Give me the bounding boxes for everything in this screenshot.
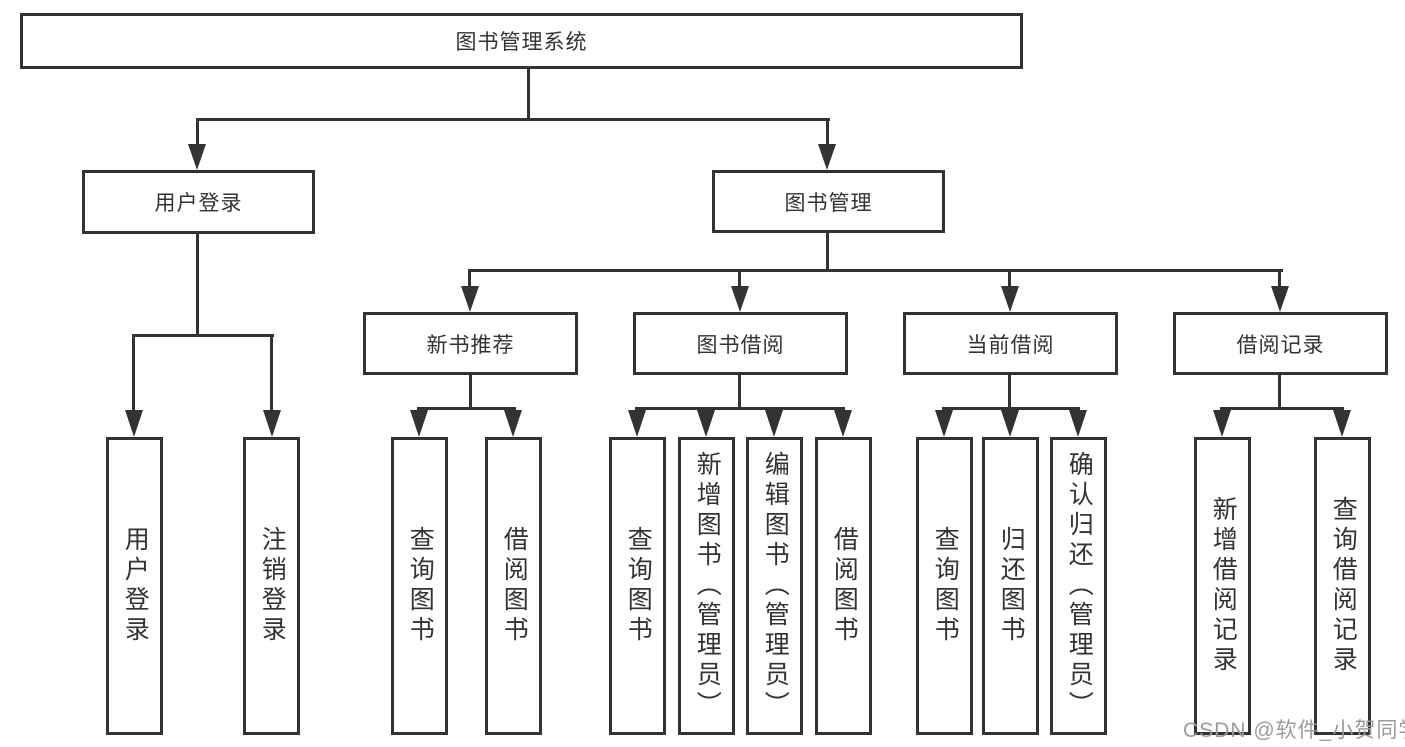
leaf-borrow-add-book-admin: 新增图书（管理员）	[678, 437, 735, 735]
leaf-borrow-edit-book-admin-label: 编辑图书（管理员）	[761, 451, 790, 721]
connector-line	[826, 233, 829, 272]
arrow-down-icon	[628, 410, 646, 437]
node-current-borrow-label: 当前借阅	[966, 333, 1055, 357]
leaf-record-query-record-label: 查询借阅记录	[1329, 496, 1358, 676]
arrow-down-icon	[263, 410, 281, 437]
connector-line	[1278, 272, 1281, 287]
arrow-down-icon	[1271, 286, 1289, 312]
connector-line	[417, 407, 516, 410]
connector-line	[1008, 375, 1011, 410]
node-book-borrow-label: 图书借阅	[696, 333, 785, 357]
arrow-down-icon	[1001, 410, 1019, 437]
leaf-borrow-borrow-book-label: 借阅图书	[830, 526, 859, 646]
leaf-logout: 注销登录	[243, 437, 300, 735]
arrow-down-icon	[461, 286, 479, 312]
leaf-borrow-add-book-admin-label: 新增图书（管理员）	[693, 451, 722, 721]
node-borrow-record: 借阅记录	[1173, 312, 1388, 375]
connector-line	[196, 118, 830, 121]
leaf-current-query-book: 查询图书	[916, 437, 973, 735]
node-new-book-recommend: 新书推荐	[363, 312, 578, 375]
node-book-management-label: 图书管理	[784, 191, 873, 215]
connector-line	[738, 375, 741, 410]
leaf-borrow-edit-book-admin: 编辑图书（管理员）	[746, 437, 803, 735]
leaf-current-return-book-label: 归还图书	[997, 526, 1026, 646]
connector-line	[635, 407, 845, 410]
connector-line	[527, 69, 530, 121]
arrow-down-icon	[731, 286, 749, 312]
csdn-watermark: CSDN @软件_小贺同学	[1183, 719, 1405, 742]
leaf-recommend-borrow-book-label: 借阅图书	[500, 526, 529, 646]
connector-line	[942, 407, 1080, 410]
arrow-down-icon	[818, 144, 836, 170]
connector-line	[826, 121, 829, 145]
arrow-down-icon	[1213, 410, 1231, 437]
leaf-logout-label: 注销登录	[258, 526, 287, 646]
leaf-current-confirm-return-admin-label: 确认归还（管理员）	[1065, 451, 1094, 721]
connector-line	[196, 121, 199, 145]
leaf-borrow-borrow-book: 借阅图书	[815, 437, 872, 735]
arrow-down-icon	[834, 410, 852, 437]
connector-line	[468, 272, 471, 287]
leaf-current-query-book-label: 查询图书	[931, 526, 960, 646]
leaf-current-return-book: 归还图书	[982, 437, 1039, 735]
connector-line	[270, 337, 273, 411]
arrow-down-icon	[188, 144, 206, 170]
arrow-down-icon	[1069, 410, 1087, 437]
leaf-record-query-record: 查询借阅记录	[1314, 437, 1371, 735]
node-new-book-recommend-label: 新书推荐	[426, 333, 515, 357]
node-user-login: 用户登录	[82, 170, 315, 234]
leaf-record-add-record-label: 新增借阅记录	[1209, 496, 1238, 676]
arrow-down-icon	[935, 410, 953, 437]
leaf-borrow-query-book-label: 查询图书	[624, 526, 653, 646]
connector-line	[1220, 407, 1344, 410]
node-borrow-record-label: 借阅记录	[1236, 333, 1325, 357]
leaf-record-add-record: 新增借阅记录	[1194, 437, 1251, 735]
node-user-login-label: 用户登录	[154, 192, 243, 215]
leaf-recommend-borrow-book: 借阅图书	[485, 437, 542, 735]
arrow-down-icon	[504, 410, 522, 437]
node-root-label: 图书管理系统	[455, 31, 588, 54]
leaf-recommend-query-book: 查询图书	[391, 437, 448, 735]
connector-line	[738, 272, 741, 287]
connector-line	[196, 234, 199, 337]
arrow-down-icon	[1333, 410, 1351, 437]
node-root-system: 图书管理系统	[20, 13, 1023, 69]
node-book-borrow: 图书借阅	[633, 312, 848, 375]
leaf-user-login: 用户登录	[106, 437, 163, 735]
connector-line	[468, 269, 1283, 272]
connector-line	[132, 337, 135, 411]
leaf-user-login-label: 用户登录	[121, 526, 150, 646]
node-current-borrow: 当前借阅	[903, 312, 1118, 375]
arrow-down-icon	[765, 410, 783, 437]
arrow-down-icon	[125, 410, 143, 437]
connector-line	[132, 334, 274, 337]
connector-line	[1008, 272, 1011, 287]
arrow-down-icon	[697, 410, 715, 437]
node-book-management: 图书管理	[712, 170, 945, 233]
connector-line	[1278, 375, 1281, 410]
leaf-borrow-query-book: 查询图书	[609, 437, 666, 735]
connector-line	[469, 375, 472, 410]
leaf-recommend-query-book-label: 查询图书	[406, 526, 435, 646]
arrow-down-icon	[1001, 286, 1019, 312]
arrow-down-icon	[410, 410, 428, 437]
leaf-current-confirm-return-admin: 确认归还（管理员）	[1050, 437, 1107, 735]
